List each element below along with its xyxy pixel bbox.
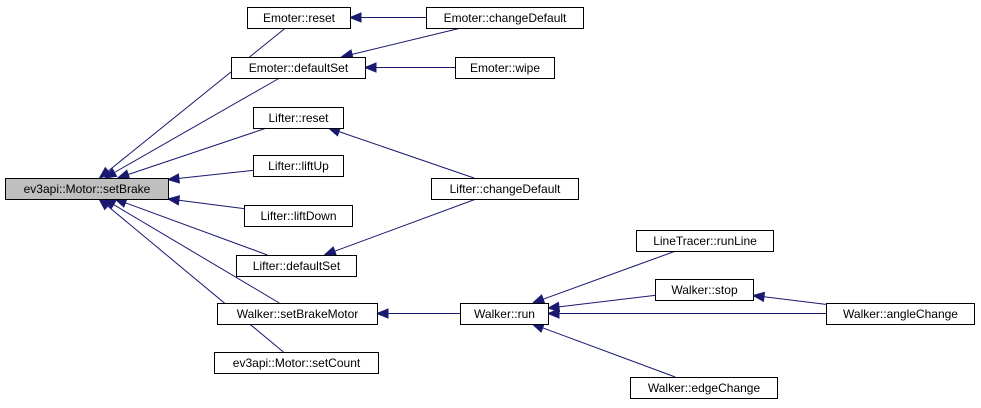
arrow-head-icon — [166, 173, 180, 184]
arrow-head-icon — [546, 308, 560, 319]
node-lifter-lift-down[interactable]: Lifter::liftDown — [244, 205, 353, 227]
node-emoter-change-default[interactable]: Emoter::changeDefault — [426, 7, 584, 29]
edge-line — [178, 169, 254, 179]
edge-line — [351, 27, 462, 55]
edge-walker-angle-change-to-walker-run — [546, 308, 826, 319]
edge-walker-stop-to-walker-run — [546, 294, 656, 313]
arrow-head-icon — [166, 195, 181, 206]
edge-line — [558, 294, 656, 308]
node-walker-edge-change[interactable]: Walker::edgeChange — [630, 377, 778, 399]
node-label: Walker::angleChange — [843, 307, 958, 321]
node-emoter-reset[interactable]: Emoter::reset — [247, 7, 351, 29]
node-lifter-change-default[interactable]: Lifter::changeDefault — [431, 178, 579, 200]
edge-line — [543, 250, 676, 300]
edge-walker-angle-change-to-walker-stop — [751, 291, 827, 305]
node-box[interactable] — [5, 178, 169, 200]
edge-lifter-lift-up-to-set-brake — [166, 169, 254, 184]
edge-line — [125, 202, 268, 256]
arrow-head-icon — [546, 301, 561, 313]
arrow-head-icon — [103, 167, 118, 179]
node-box[interactable] — [636, 230, 774, 252]
node-label: Lifter::changeDefault — [450, 182, 561, 196]
node-label: Walker::run — [474, 307, 535, 321]
node-lifter-default-set[interactable]: Lifter::defaultSet — [236, 255, 357, 277]
node-motor-set-count[interactable]: ev3api::Motor::setCount — [214, 352, 379, 374]
edge-lifter-change-default-to-lifter-reset — [327, 126, 475, 179]
node-box[interactable] — [231, 57, 366, 79]
node-box[interactable] — [826, 303, 975, 325]
node-lifter-reset[interactable]: Lifter::reset — [253, 107, 344, 129]
node-box[interactable] — [247, 7, 351, 29]
node-line-tracer-run-line[interactable]: LineTracer::runLine — [636, 230, 774, 252]
node-box[interactable] — [253, 107, 344, 129]
node-box[interactable] — [630, 377, 778, 399]
node-walker-stop[interactable]: Walker::stop — [655, 279, 754, 301]
arrow-head-icon — [116, 169, 131, 180]
arrow-head-icon — [348, 12, 362, 23]
node-label: Lifter::reset — [268, 111, 329, 125]
node-label: Lifter::liftDown — [260, 209, 336, 223]
edge-line — [334, 198, 477, 252]
edge-line — [107, 205, 284, 353]
edge-line — [542, 327, 676, 378]
edge-lifter-lift-down-to-set-brake — [166, 195, 245, 210]
arrow-head-icon — [363, 62, 377, 73]
node-label: Lifter::defaultSet — [253, 259, 341, 273]
node-box[interactable] — [217, 303, 378, 325]
edge-emoter-change-default-to-emoter-reset — [348, 12, 426, 23]
node-box[interactable] — [655, 279, 754, 301]
edge-emoter-wipe-to-emoter-default-set — [363, 62, 455, 73]
node-emoter-default-set[interactable]: Emoter::defaultSet — [231, 57, 366, 79]
edge-line — [763, 296, 827, 305]
edge-motor-set-count-to-set-brake — [98, 198, 284, 353]
node-label: Walker::edgeChange — [648, 381, 761, 395]
edge-line — [107, 27, 286, 172]
node-label: ev3api::Motor::setCount — [233, 356, 361, 370]
node-label: Emoter::reset — [263, 11, 336, 25]
node-box[interactable] — [253, 155, 344, 177]
node-label: LineTracer::runLine — [653, 234, 757, 248]
node-box[interactable] — [426, 7, 584, 29]
node-walker-set-brake-motor[interactable]: Walker::setBrakeMotor — [217, 303, 378, 325]
edge-line — [113, 204, 280, 304]
node-label: Emoter::defaultSet — [249, 61, 349, 75]
node-box[interactable] — [455, 57, 555, 79]
arrow-head-icon — [323, 246, 338, 256]
node-label: ev3api::Motor::setBrake — [24, 182, 151, 196]
node-box[interactable] — [460, 303, 549, 325]
edge-walker-edge-change-to-walker-run — [531, 323, 676, 378]
edge-line — [114, 77, 280, 173]
edge-lifter-default-set-to-set-brake — [113, 198, 268, 256]
node-box[interactable] — [244, 205, 353, 227]
node-label: Emoter::changeDefault — [444, 11, 567, 25]
node-box[interactable] — [214, 352, 379, 374]
node-box[interactable] — [236, 255, 357, 277]
arrow-head-icon — [531, 294, 546, 305]
node-box[interactable] — [431, 178, 579, 200]
node-walker-angle-change[interactable]: Walker::angleChange — [826, 303, 975, 325]
edge-walker-run-to-walker-set-brake-motor — [375, 308, 460, 319]
node-label: Lifter::liftUp — [268, 159, 329, 173]
edges-layer — [98, 12, 827, 378]
arrow-head-icon — [751, 291, 766, 303]
arrow-head-icon — [375, 308, 389, 319]
node-set-brake[interactable]: ev3api::Motor::setBrake — [5, 178, 169, 200]
edge-emoter-change-default-to-emoter-default-set — [340, 27, 462, 60]
node-emoter-wipe[interactable]: Emoter::wipe — [455, 57, 555, 79]
edge-line — [128, 127, 267, 175]
node-label: Walker::stop — [671, 283, 738, 297]
node-walker-run[interactable]: Walker::run — [460, 303, 549, 325]
edge-line — [338, 131, 475, 179]
edge-line — [178, 199, 245, 210]
node-lifter-lift-up[interactable]: Lifter::liftUp — [253, 155, 344, 177]
edge-emoter-default-set-to-set-brake — [103, 77, 280, 179]
node-label: Emoter::wipe — [470, 61, 540, 75]
arrow-head-icon — [98, 198, 112, 211]
node-label: Walker::setBrakeMotor — [237, 307, 359, 321]
